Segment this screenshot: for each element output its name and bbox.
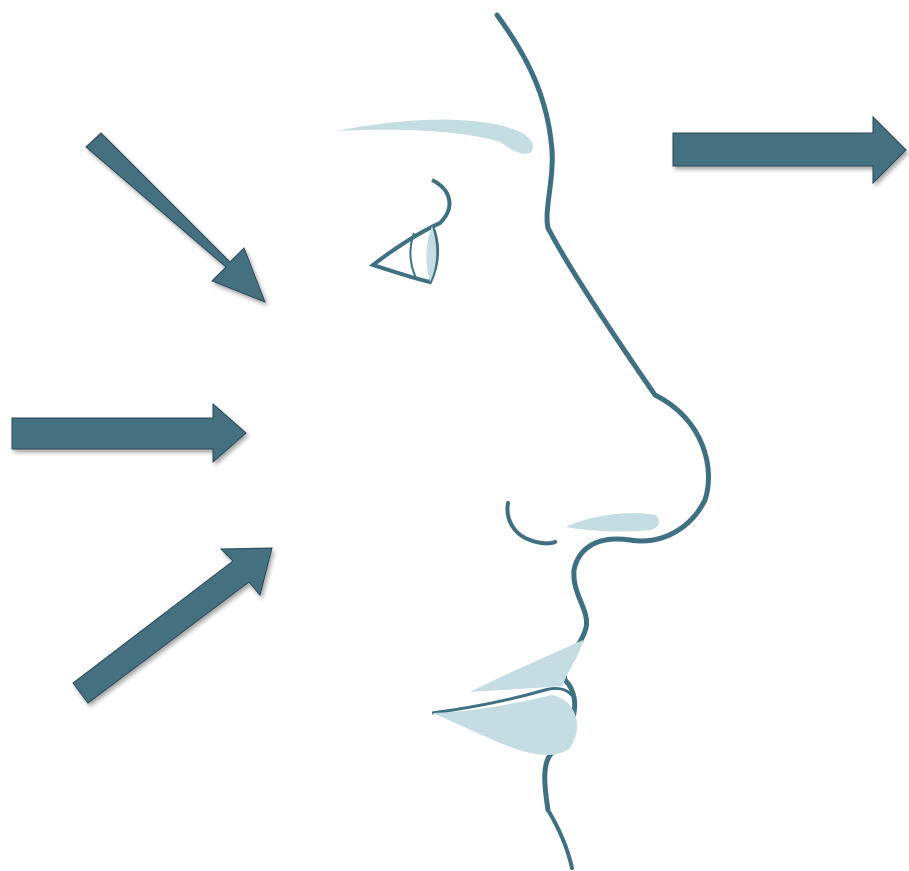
arrow-incoming-upper [86, 133, 265, 302]
eyebrow [337, 120, 533, 154]
nostril [507, 503, 555, 543]
nostril-highlight [566, 513, 659, 531]
eye [373, 180, 449, 282]
arrow-outgoing [673, 117, 906, 183]
arrow-incoming-middle [12, 404, 246, 462]
arrow-incoming-lower [73, 548, 272, 703]
lower-lip [432, 695, 577, 755]
chin-outline [548, 810, 572, 868]
